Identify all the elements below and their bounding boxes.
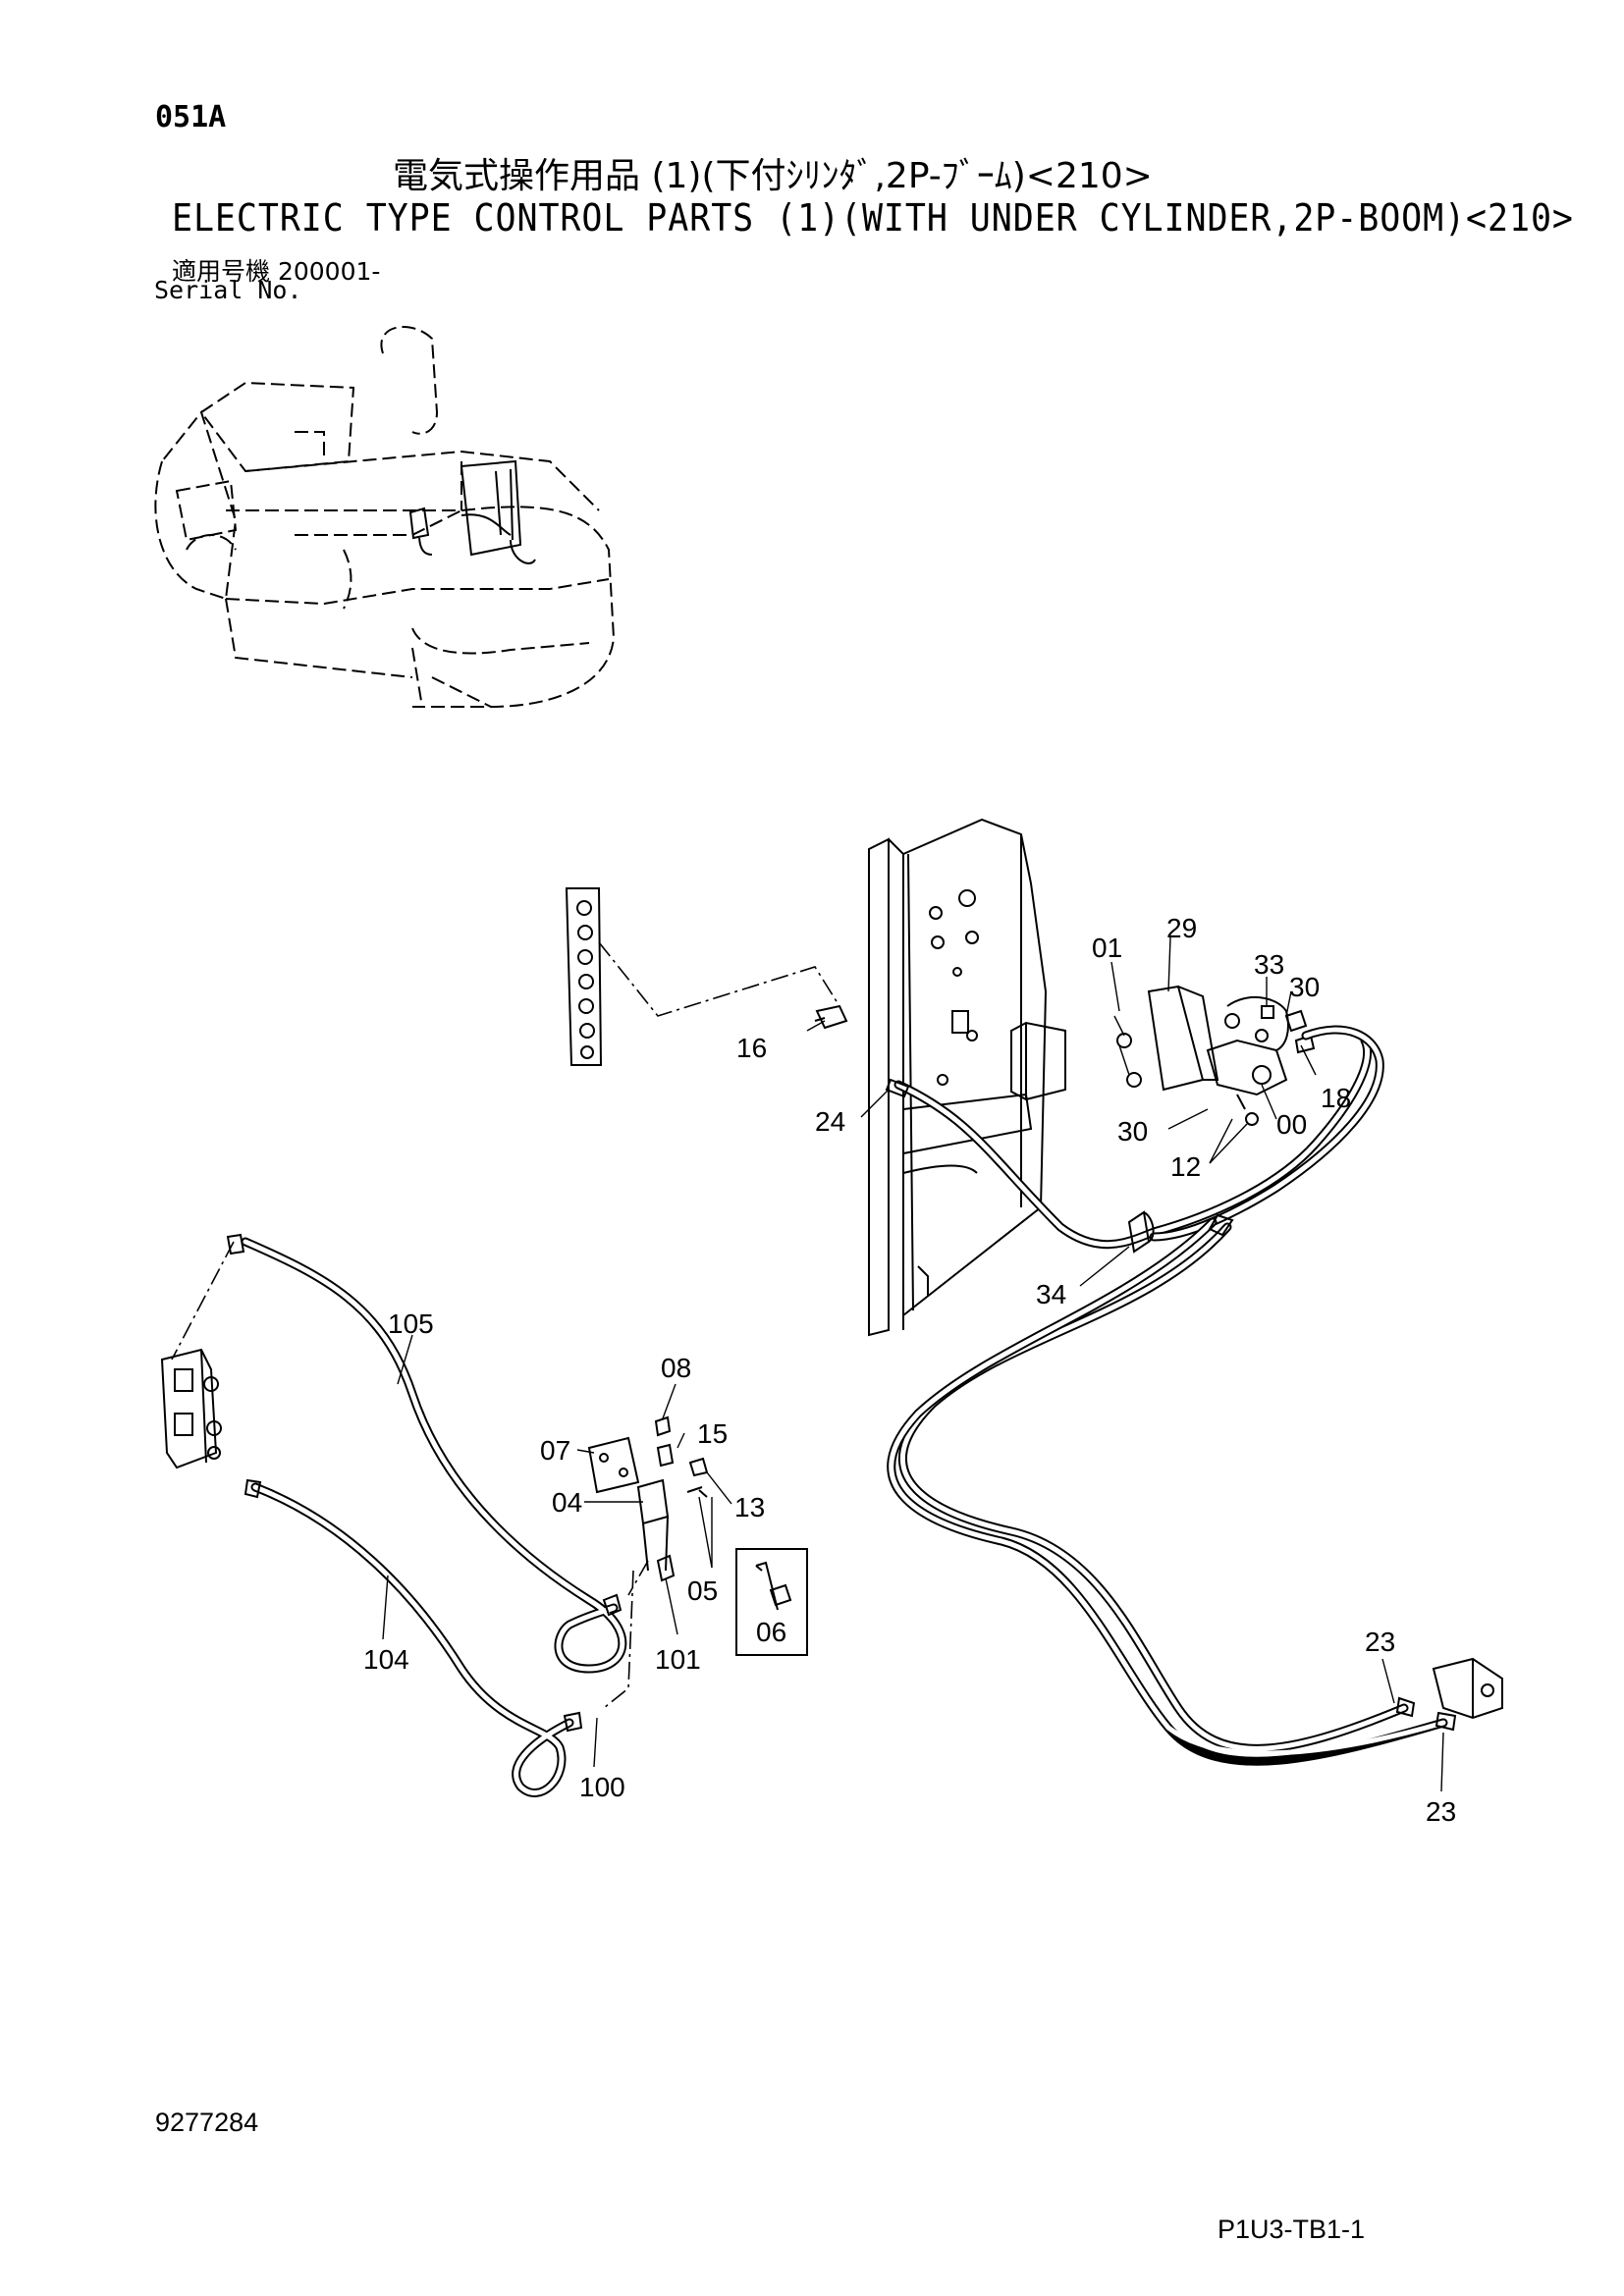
hose-105 bbox=[241, 1237, 627, 1674]
title-japanese: 電気式操作用品 (1)(下付ｼﾘﾝﾀﾞ,2P-ﾌﾞｰﾑ)<210> bbox=[393, 156, 1153, 196]
leader-lines bbox=[382, 936, 1444, 1792]
callout-105: 105 bbox=[388, 1308, 434, 1339]
serial-label-japanese: 適用号機 200001- bbox=[172, 257, 381, 286]
solenoid-valve-assembly bbox=[1113, 985, 1316, 1126]
callouts: 01 29 33 30 16 18 24 30 00 12 34 105 08 … bbox=[363, 913, 1456, 1827]
callout-01: 01 bbox=[1092, 933, 1122, 963]
frame-plate bbox=[868, 818, 1066, 1337]
connector-strip bbox=[565, 887, 848, 1066]
callout-18: 18 bbox=[1321, 1083, 1351, 1113]
callout-29: 29 bbox=[1166, 913, 1197, 943]
document-number: 9277284 bbox=[155, 2108, 259, 2137]
detail-box-06 bbox=[735, 1548, 808, 1656]
hoses-23 bbox=[887, 1213, 1503, 1766]
callout-104: 104 bbox=[363, 1644, 409, 1675]
callout-34: 34 bbox=[1036, 1279, 1066, 1309]
callout-30: 30 bbox=[1117, 1116, 1148, 1147]
callout-07: 07 bbox=[540, 1435, 570, 1466]
callout-101: 101 bbox=[655, 1644, 701, 1675]
callout-100: 100 bbox=[579, 1772, 625, 1802]
callout-00: 00 bbox=[1276, 1109, 1307, 1140]
callout-15: 15 bbox=[697, 1418, 728, 1449]
serial-label-english: Serial No. bbox=[154, 276, 302, 304]
callout-23: 23 bbox=[1365, 1627, 1395, 1657]
callout-06: 06 bbox=[756, 1617, 786, 1647]
title-english: ELECTRIC TYPE CONTROL PARTS (1)(WITH UND… bbox=[172, 196, 1574, 240]
callout-08: 08 bbox=[661, 1353, 691, 1383]
diagram-code: 051A bbox=[155, 100, 227, 134]
callout-30: 30 bbox=[1289, 972, 1320, 1002]
page-code: P1U3-TB1-1 bbox=[1218, 2215, 1366, 2244]
callout-05: 05 bbox=[687, 1575, 718, 1606]
callout-13: 13 bbox=[734, 1492, 765, 1522]
callout-23: 23 bbox=[1426, 1796, 1456, 1827]
callout-33: 33 bbox=[1254, 949, 1284, 980]
callout-04: 04 bbox=[552, 1487, 582, 1518]
left-valve-block bbox=[160, 1233, 245, 1469]
callout-16: 16 bbox=[736, 1033, 767, 1063]
excavator-overview bbox=[154, 326, 616, 708]
center-bracket bbox=[587, 1415, 709, 1709]
callout-12: 12 bbox=[1170, 1151, 1201, 1182]
hose-104 bbox=[244, 1478, 623, 1797]
callout-24: 24 bbox=[815, 1106, 845, 1137]
